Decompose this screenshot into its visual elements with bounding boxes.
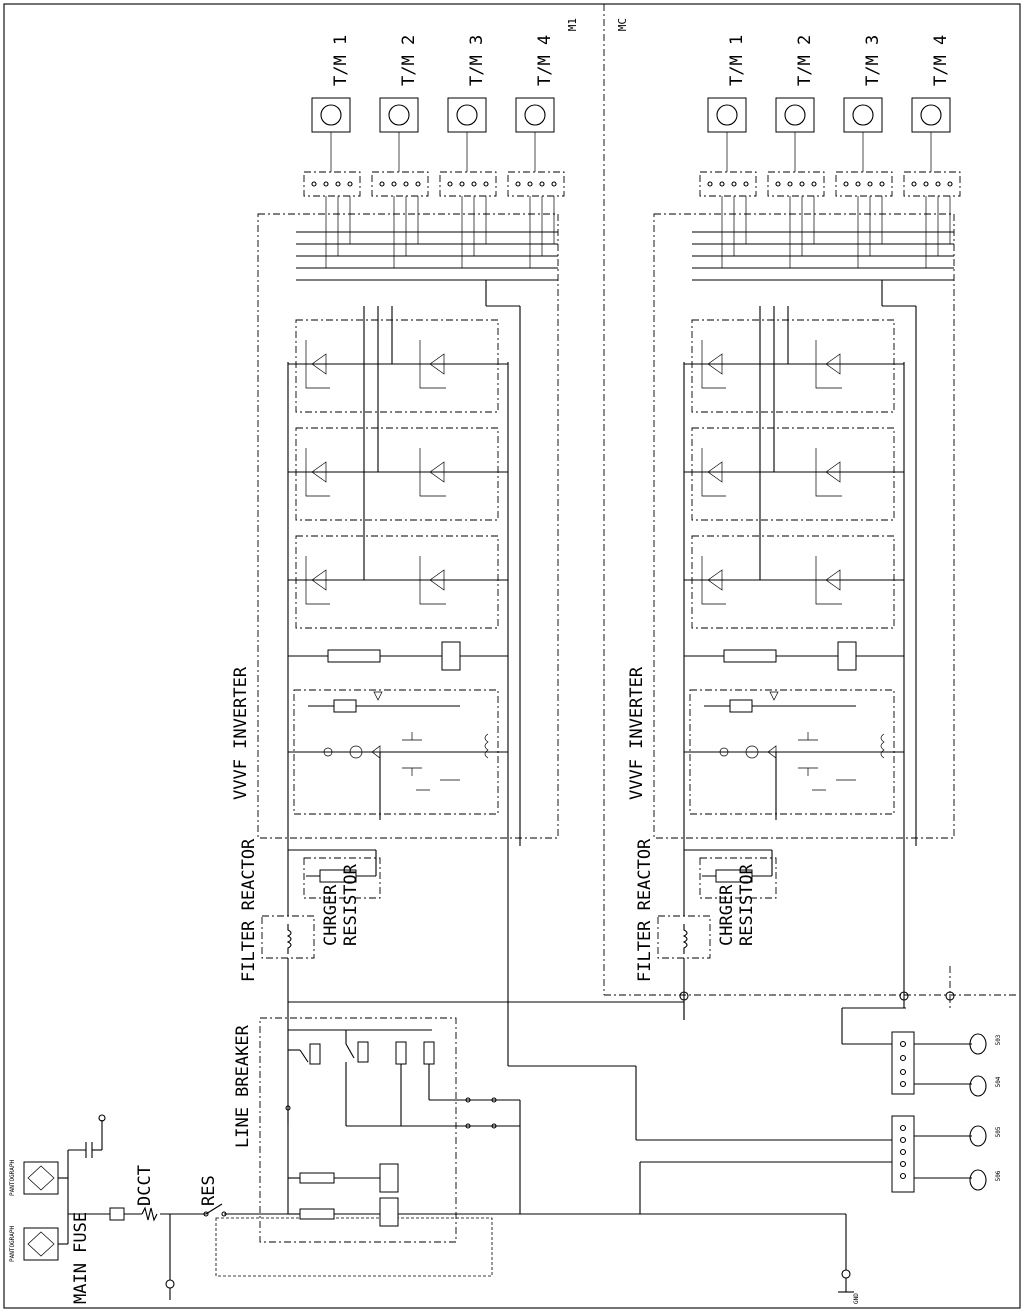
pantograph-label-2: PANTOGRAPH bbox=[9, 1225, 16, 1262]
drawing-border bbox=[3, 3, 1021, 1309]
dcct-coil bbox=[141, 1206, 158, 1222]
car-label-m1: M1 bbox=[566, 18, 579, 31]
pantograph-label-1: PANTOGRAPH bbox=[9, 1159, 16, 1196]
charger-label-b-1: CHRGER bbox=[717, 884, 737, 946]
motor-label-b-4: T/M 4 bbox=[931, 35, 951, 86]
motor-label-b-1: T/M 1 bbox=[727, 35, 747, 86]
dcct-label: DCCT bbox=[135, 1165, 155, 1206]
supply-section: PANTOGRAPH PANTOGRAPH MAIN FUSE DCCT RES bbox=[9, 1114, 493, 1304]
res-switch bbox=[205, 1203, 223, 1215]
vvvf-label-b: VVVF INVERTER bbox=[627, 666, 647, 800]
pantograph-1 bbox=[23, 1161, 59, 1195]
filter-reactor-label-b: FILTER REACTOR bbox=[635, 838, 655, 982]
line-breaker: LINE BREAKER bbox=[233, 1017, 520, 1243]
charger-label-a-1: CHRGER bbox=[321, 884, 341, 946]
motor-label-a-2: T/M 2 bbox=[399, 35, 419, 86]
terminal-block-upper bbox=[891, 1031, 915, 1095]
inverter-unit-b bbox=[653, 97, 961, 1021]
motor-label-a-3: T/M 3 bbox=[467, 35, 487, 86]
charger-label-a-2: RESISTOR bbox=[341, 863, 361, 946]
motor-label-a-4: T/M 4 bbox=[535, 35, 555, 86]
terminal-blocks: 503 504 505 506 bbox=[841, 966, 1002, 1193]
control-wiring: GND bbox=[456, 846, 898, 1304]
main-fuse-label: MAIN FUSE bbox=[71, 1212, 91, 1304]
filter-reactor-label-a: FILTER REACTOR bbox=[239, 838, 259, 982]
terminal-label-3: 505 bbox=[995, 1126, 1002, 1137]
terminal-label-2: 504 bbox=[995, 1076, 1002, 1087]
terminal-label-4: 506 bbox=[995, 1170, 1002, 1181]
charger-label-b-2: RESISTOR bbox=[737, 863, 757, 946]
gnd-label: GND bbox=[853, 1293, 860, 1304]
motor-label-b-3: T/M 3 bbox=[863, 35, 883, 86]
motor-label-a-1: T/M 1 bbox=[331, 35, 351, 86]
line-breaker-label: LINE BREAKER bbox=[233, 1024, 253, 1148]
pantograph-2 bbox=[23, 1227, 59, 1261]
main-fuse bbox=[109, 1207, 125, 1221]
car-label-mc: MC bbox=[616, 18, 629, 31]
motor-label-b-2: T/M 2 bbox=[795, 35, 815, 86]
terminal-label-1: 503 bbox=[995, 1034, 1002, 1045]
res-label: RES bbox=[199, 1175, 219, 1206]
inverter-unit-a bbox=[257, 97, 565, 1021]
vvvf-label-a: VVVF INVERTER bbox=[231, 666, 251, 800]
